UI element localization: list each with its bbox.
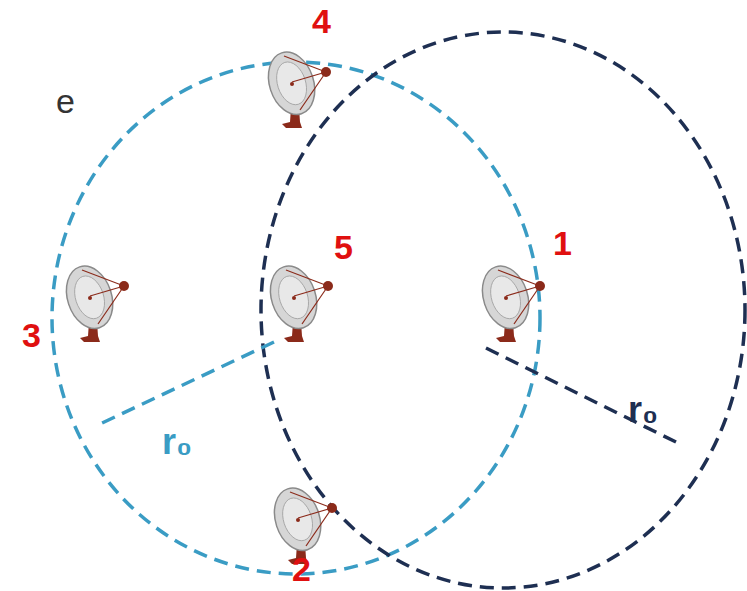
callout-number: 1 — [553, 226, 572, 260]
antenna-icon — [475, 260, 545, 342]
coverage-circle — [52, 62, 540, 574]
coverage-circle — [261, 32, 745, 588]
callout-number: 5 — [334, 230, 353, 264]
radius-line — [486, 348, 680, 444]
antenna-icon — [59, 260, 129, 342]
callout-number: 4 — [312, 4, 331, 38]
radius-label: r₀ — [162, 424, 192, 460]
radius-line — [100, 342, 274, 424]
callout-number: 3 — [22, 318, 41, 352]
antenna-icon — [263, 260, 333, 342]
antenna-icon — [261, 46, 331, 128]
callout-number: 2 — [292, 552, 311, 586]
partial-text: e — [56, 84, 75, 118]
radius-label: r₀ — [628, 392, 658, 428]
